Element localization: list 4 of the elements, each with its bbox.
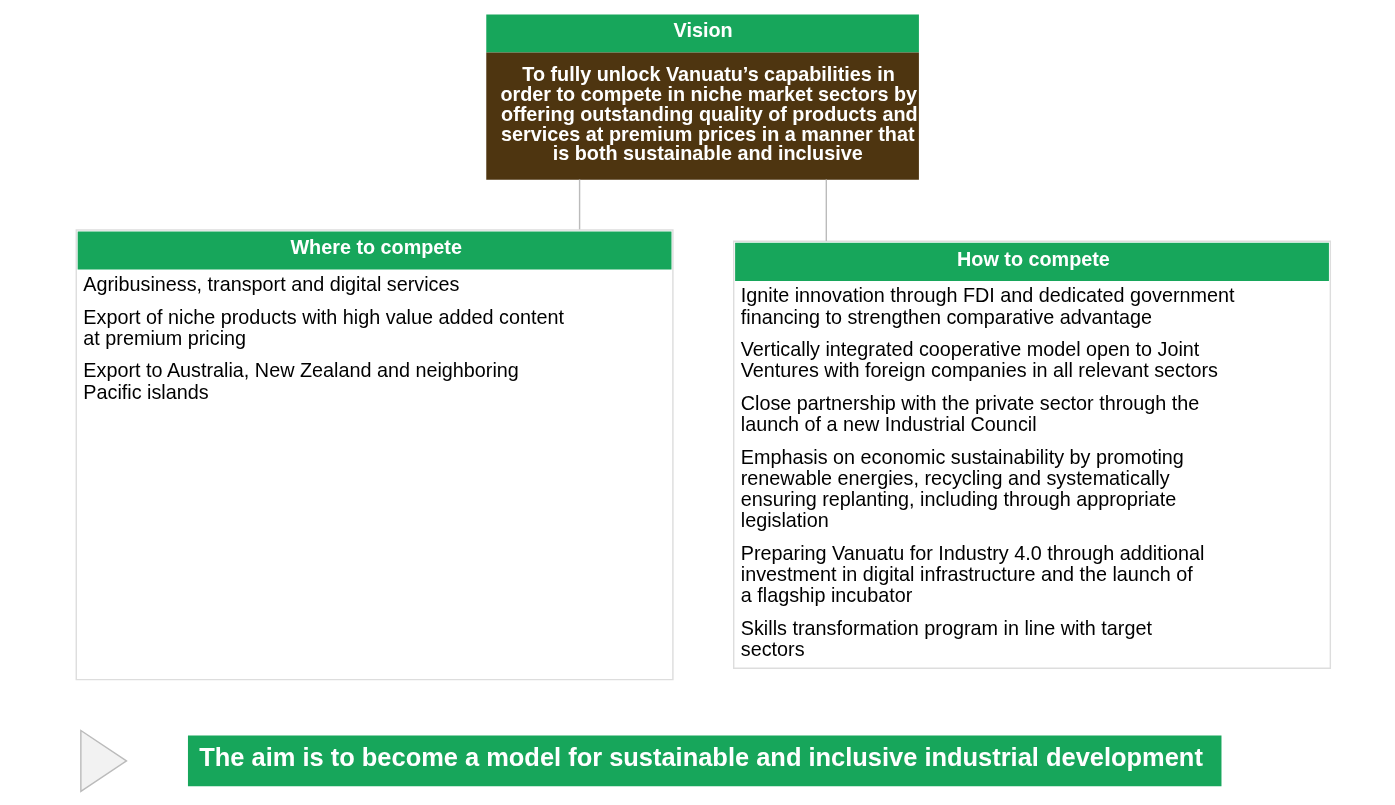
connector <box>578 178 580 231</box>
connector <box>825 178 827 242</box>
node-triangle <box>79 729 128 793</box>
node-box: The aim is to become a model for sustainable and inclusive industrial development <box>187 735 1221 787</box>
